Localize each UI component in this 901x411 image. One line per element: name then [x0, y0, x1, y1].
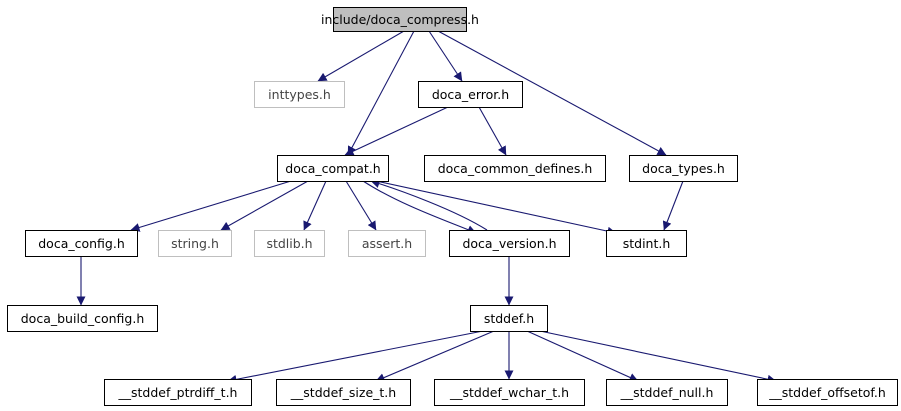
edge-version-to-compat — [370, 179, 488, 231]
edge-compat-to-config — [130, 180, 292, 232]
edge-types-to-stdint — [662, 180, 684, 231]
node-box — [333, 7, 467, 32]
node-box — [7, 305, 158, 332]
node-label: __stddef_wchar_t.h — [449, 385, 569, 400]
node-stdlib: stdlib.h — [254, 230, 325, 257]
node-box — [757, 379, 898, 406]
node-label: doca_config.h — [38, 236, 125, 251]
node-label: inttypes.h — [268, 87, 331, 102]
node-label: stdlib.h — [266, 236, 312, 251]
node-label: assert.h — [362, 236, 412, 251]
node-box — [606, 379, 728, 406]
node-label: doca_build_config.h — [21, 311, 145, 326]
edge-stddef-to-ptrdiff — [227, 330, 484, 384]
node-box — [424, 155, 606, 182]
node-box — [434, 379, 585, 406]
node-box — [276, 379, 411, 406]
edge-compress-to-inttypes — [317, 30, 405, 82]
node-label: stddef.h — [484, 311, 534, 326]
node-compress[interactable]: include/doca_compress.h — [321, 7, 479, 32]
node-label: include/doca_compress.h — [321, 12, 479, 27]
node-box — [277, 155, 389, 182]
edge-compat-to-assert — [345, 180, 377, 231]
edge-compress-to-types — [437, 30, 667, 156]
node-version[interactable]: doca_version.h — [449, 230, 570, 257]
edge-stddef-to-offsetof — [539, 330, 777, 384]
edge-compat-to-stdlib — [303, 180, 327, 231]
node-label: stdint.h — [623, 236, 671, 251]
node-label: doca_version.h — [462, 236, 556, 251]
node-box — [104, 379, 252, 406]
node-label: string.h — [171, 236, 219, 251]
node-label: doca_error.h — [432, 87, 509, 102]
node-box — [449, 230, 570, 257]
node-wchar[interactable]: __stddef_wchar_t.h — [434, 379, 585, 406]
node-config[interactable]: doca_config.h — [25, 230, 138, 257]
node-stddef[interactable]: stddef.h — [470, 305, 548, 332]
node-assert: assert.h — [348, 230, 426, 257]
node-box — [470, 305, 548, 332]
node-label: doca_types.h — [642, 161, 725, 176]
node-string: string.h — [158, 230, 232, 257]
edge-compat-to-version — [362, 180, 477, 234]
node-offsetof[interactable]: __stddef_offsetof.h — [757, 379, 898, 406]
edge-compress-to-compat — [347, 30, 415, 156]
node-box — [629, 155, 738, 182]
node-error[interactable]: doca_error.h — [418, 81, 523, 108]
node-label: doca_compat.h — [285, 161, 380, 176]
node-box — [25, 230, 138, 257]
node-box — [348, 230, 426, 257]
edges-layer — [76, 30, 777, 384]
edge-error-to-common_defines — [478, 106, 507, 156]
edge-stddef-to-null — [526, 330, 639, 382]
node-ptrdiff[interactable]: __stddef_ptrdiff_t.h — [104, 379, 252, 406]
edge-compress-to-error — [428, 30, 463, 82]
node-box — [254, 230, 325, 257]
node-inttypes: inttypes.h — [254, 81, 345, 108]
node-box — [158, 230, 232, 257]
edge-compat-to-stdint — [375, 180, 617, 236]
node-label: __stddef_ptrdiff_t.h — [118, 385, 238, 400]
node-null[interactable]: __stddef_null.h — [606, 379, 728, 406]
edge-error-to-compat — [344, 106, 449, 156]
node-box — [254, 81, 345, 108]
node-compat[interactable]: doca_compat.h — [277, 155, 389, 182]
nodes-layer: include/doca_compress.h inttypes.h doca_er… — [7, 7, 898, 406]
node-size[interactable]: __stddef_size_t.h — [276, 379, 411, 406]
node-stdint[interactable]: stdint.h — [606, 230, 687, 257]
edge-compat-to-string — [220, 180, 309, 231]
node-common-defines[interactable]: doca_common_defines.h — [424, 155, 606, 182]
node-label: doca_common_defines.h — [438, 161, 593, 176]
edge-stddef-to-size — [375, 330, 495, 382]
node-label: __stddef_offsetof.h — [768, 385, 886, 400]
node-types[interactable]: doca_types.h — [629, 155, 738, 182]
node-box — [606, 230, 687, 257]
node-label: __stddef_size_t.h — [290, 385, 396, 400]
node-box — [418, 81, 523, 108]
node-label: __stddef_null.h — [620, 385, 714, 400]
node-build-config[interactable]: doca_build_config.h — [7, 305, 158, 332]
